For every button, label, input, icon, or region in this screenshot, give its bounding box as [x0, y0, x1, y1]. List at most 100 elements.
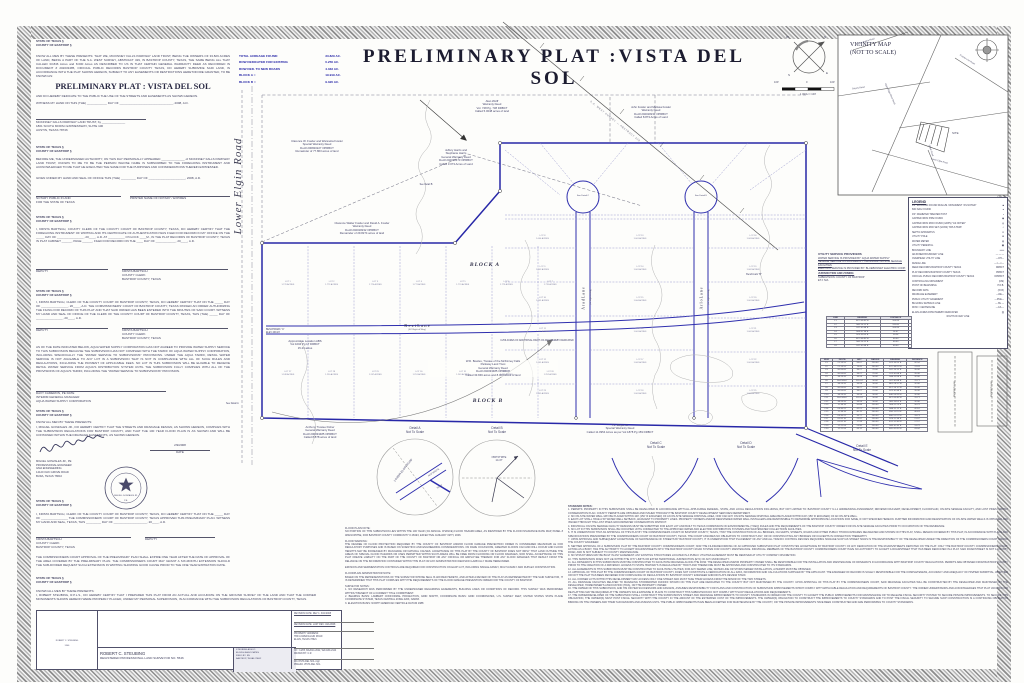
- rev-column: [291, 611, 342, 669]
- detail-d-label: Detail D Not To Scale: [736, 441, 755, 449]
- lot-label: LOT 16 1.001 ACRES: [633, 327, 647, 333]
- lot-label: LOT 23 1.005 ACRES: [536, 389, 549, 395]
- state-county-3: STATE OF TEXAS § COUNTY OF BASTROP §: [36, 215, 72, 223]
- lot-label: LOT 18 1.003 ACRES: [746, 234, 760, 240]
- page-title: PRELIMINARY PLAT :VISTA DEL SOL: [362, 46, 746, 89]
- legend-title: LEGEND: [912, 200, 927, 204]
- legend-item: SEPTIC APPARATUS⊙: [912, 231, 1004, 234]
- row-section-label-1: PROPERTY LINE: [954, 381, 956, 397]
- surveyor-seal-number: 5546: [64, 644, 70, 647]
- clerk-name-2: KRISTA BARTSCH COUNTY CLERK BASTROP COUN…: [122, 328, 228, 341]
- vicinity-map-title: VICINITY MAP (NOT TO SCALE): [850, 42, 897, 56]
- rezi-lane-row-label: (60' Right of Way): [408, 329, 426, 331]
- arlo-lane-lines: [684, 180, 718, 418]
- line-table-h1: LINE: [826, 315, 845, 321]
- lot-label: LOT 24 1.001 ACRES: [633, 389, 647, 395]
- row-section-label-2: PROPERTY LINE: [991, 381, 993, 397]
- standard-notes-body: 1. PERMITS: PROPERTY IN THIS SUBDIVISION…: [568, 508, 1008, 604]
- vicinity-site: [915, 121, 950, 153]
- utility-electric: ELECTRIC SERVICE IS PROVIDED BY: BLUEBON…: [818, 266, 906, 270]
- lot-label: LOT 31 1.249 ACRES: [456, 371, 470, 376]
- revision-1: REVISION DATE: REV 1: 3/21/2008: [294, 613, 331, 615]
- lot-label: LOT 4 1.771 ACRES: [412, 281, 426, 286]
- lot-label: LOT 21 1.002 ACRES: [746, 327, 760, 333]
- lower-elgin-road-lines: [241, 86, 263, 465]
- lot-label: LOT 32 1.250 ACRES: [500, 371, 513, 376]
- state-county-4: STATE OF TEXAS § COUNTY OF BASTROP §: [36, 289, 72, 297]
- engineer-seal-icon: [104, 466, 148, 510]
- utility-jurisdiction-title: JURISDICTION AND ZONING:: [818, 272, 855, 276]
- legend-item: BUILDING SETBACK LINE— BL —: [912, 302, 1004, 305]
- notary-para: BEFORE ME, THE UNDERSIGNED AUTHORITY, ON…: [36, 157, 230, 169]
- state-county-2: STATE OF TEXAS § COUNTY OF BASTROP §: [36, 145, 72, 153]
- acreage-table: TOTAL ACREAGE FOUND:33.829 AC.ROW DEDICA…: [238, 53, 354, 85]
- compass-w: W: [786, 35, 789, 39]
- line-table-h3: DISTANCE: [879, 315, 913, 321]
- lot-label: LOT 28 1.250 ACRES: [325, 371, 338, 376]
- legend-item: DRAINAGE EASEMENT—DE—: [912, 294, 1004, 297]
- notary-name-label: PRINTED NAME OF NOTARY / EXPIRES: [130, 196, 230, 201]
- surveyor-cert-para: KNOWN ALL MEN BY THESE PRESENTS: I, ROBE…: [36, 589, 316, 601]
- scale-right: 100': [830, 81, 835, 84]
- engineer-cert-para: I, MIGUEL GONZALES JR., DO HEREBY CERTIF…: [36, 425, 230, 437]
- state-county-6: STATE OF TEXAS § COUNTY OF BASTROP §: [36, 499, 72, 507]
- seal-cell: [37, 611, 98, 669]
- adjoiner-approx-location: Approximate Location ABS Vol 1004 Pg 17 …: [288, 339, 322, 350]
- detail-c-lines: [611, 457, 699, 503]
- adjoiner-harris: Jeffery Harris and Stephanie Harris Gene…: [439, 148, 473, 166]
- legend-item: UTILITY POLE⊕: [912, 236, 1004, 239]
- clerk-name-1: KRISTA BARTSCH COUNTY CLERK BASTROP COUN…: [122, 269, 228, 282]
- border-bottom: [17, 669, 1011, 682]
- detail-a-label: Detail A Not To Scale: [405, 426, 424, 434]
- state-county-5: STATE OF TEXAS § COUNTY OF BASTROP §: [36, 409, 72, 417]
- owner-signature-block: MCKINNEY FALLS PARKWAY LAND TRUST, by __…: [36, 120, 126, 132]
- compass-e: E: [826, 71, 829, 75]
- legend-item: RECORD DATA(XXX): [912, 289, 1004, 292]
- benchmark-b-label: Benchmark "B": [746, 274, 762, 276]
- vicinity-site-label: SITE: [952, 131, 959, 135]
- legend-item: 1/2" IRON ROD FOUND W/ALUM. MONUMENT "AS…: [912, 205, 1004, 207]
- curve-table-h2: DELTA: [831, 357, 853, 363]
- given-under-line: GIVEN UNDER MY HAND AND SEAL OF OFFICE T…: [36, 176, 201, 180]
- surveyor-title: REGISTERED PROFESSIONAL LAND SURVEYOR NO…: [100, 656, 184, 660]
- lot-label: LOT 11 1.003 ACRES: [536, 327, 549, 333]
- detail-b-label: Detail B Not To Scale: [487, 426, 506, 434]
- engineer-seal-pe: P.E.: [124, 499, 128, 502]
- prelim-approval-para: I, KRISTA BARTSCH, CLERK OF THE COUNTY C…: [36, 512, 230, 524]
- clerk-filing-para: I, KRISTA BARTSCH, COUNTY CLERK OF THE C…: [36, 227, 230, 243]
- border-left: [17, 26, 31, 682]
- deputy-line-2: DEPUTY: [36, 328, 108, 333]
- survey-line: [502, 21, 779, 251]
- lower-elgin-road-label: Lower Elgin Road: [232, 137, 244, 235]
- lot-label: LOT 5 1.770 ACRES: [456, 281, 470, 286]
- adjoiner-meyer: T.J. Meyer Jr. Special Warranty Deed Cal…: [586, 423, 654, 434]
- owner-signature-line: [36, 119, 146, 120]
- file-name: WA VISTA DEL SOL.mpj/ PRELIM- VISTA DEL …: [294, 659, 374, 667]
- surveyor-seal-name: ROBERT C. STEUBING: [55, 639, 79, 642]
- legend-item: PUBLIC UTILITY EASEMENT—PUE—: [912, 298, 1004, 301]
- lot-label: LOT 14 1.001 ACRES: [633, 265, 647, 271]
- detail-b-circle: [458, 439, 536, 517]
- detail-e-label: Detail E Not To Scale: [852, 444, 871, 452]
- legend-item: ADJOINER BOUNDARY LINE— — —: [912, 253, 1004, 256]
- rezi-lane-label: R e z i L a n e: [404, 322, 430, 328]
- surveyor-notes: SURVEYOR NOTES: 1. NO RESEARCH WAS PERFO…: [345, 585, 563, 605]
- legend-item: 3/4" DIAMETER TREATED POST▪: [912, 213, 1004, 216]
- property-address: PROPERTY ADDRESS: TBD LOWER ELGIN ROAD E…: [294, 631, 374, 641]
- owner-dedication-para: KNOW ALL MEN BY THESE PRESENTS: THAT WE,…: [36, 54, 230, 78]
- lot-label: LOT 20 1.001 ACRES: [746, 296, 760, 302]
- block-b-label: BLOCK B: [472, 398, 504, 404]
- left-subtitle: PRELIMINARY PLAT : VISTA DEL SOL: [55, 81, 211, 91]
- lot-label: LOT 10 1.001 ACRES: [536, 296, 549, 302]
- block-a-label: BLOCK A: [469, 262, 501, 268]
- aqua-signature-block: DAVY CAMERON, PE DATE INTERIM GENERAL MA…: [36, 391, 166, 404]
- utility-jurisdiction-1: SUBDIVISION: COUNTY OF BASTROP: [818, 275, 865, 279]
- surveyor-seal-text: ROBERT C. STEUBING 5546: [43, 637, 91, 647]
